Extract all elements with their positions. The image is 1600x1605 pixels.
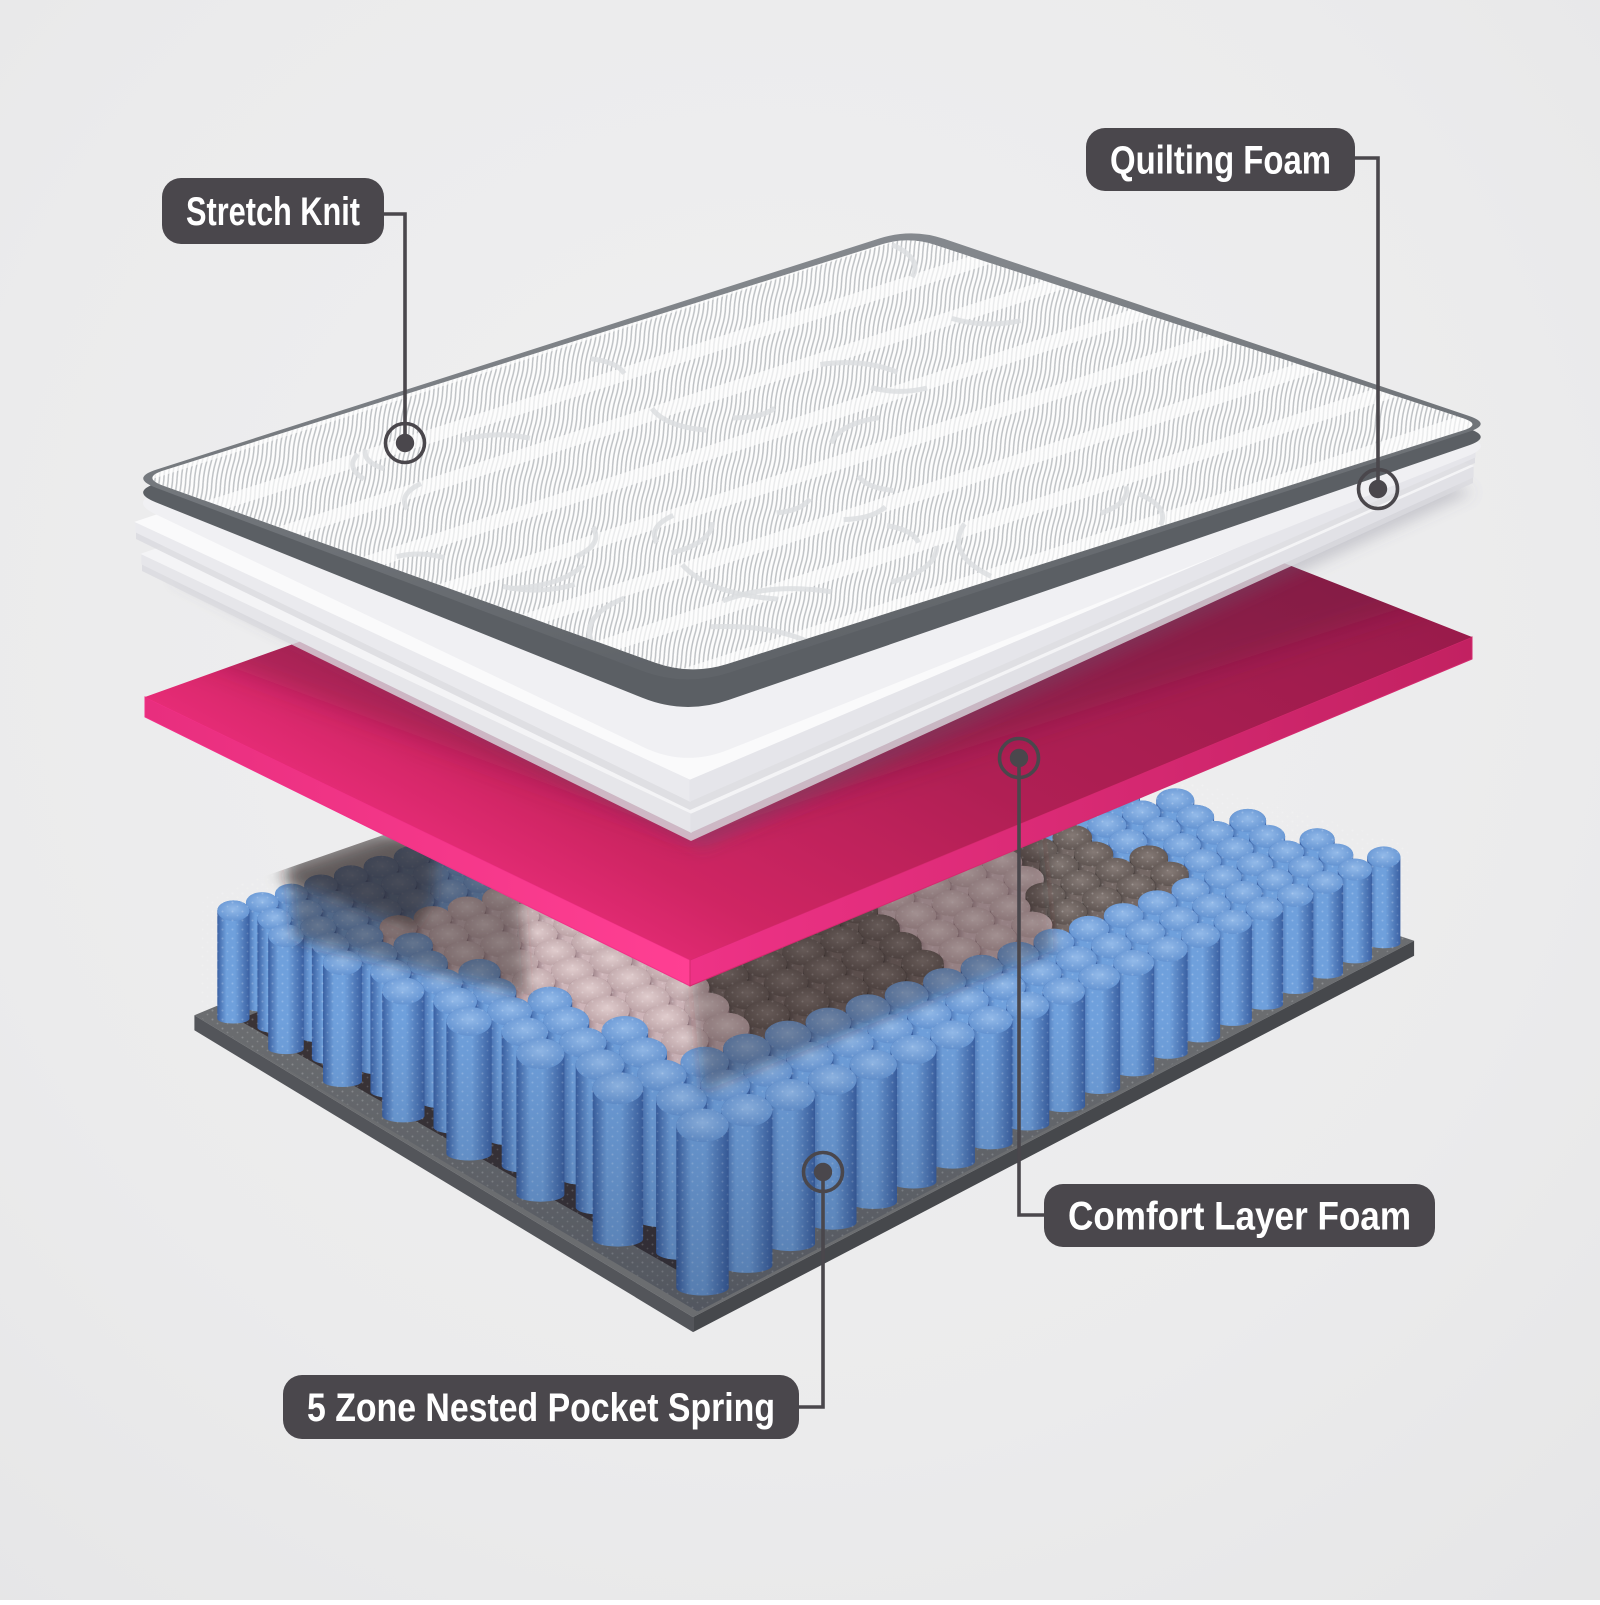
svg-text:Comfort Layer Foam: Comfort Layer Foam <box>1068 1195 1411 1239</box>
svg-text:Quilting Foam: Quilting Foam <box>1110 139 1331 183</box>
svg-text:Stretch Knit: Stretch Knit <box>186 190 360 234</box>
svg-text:5 Zone Nested Pocket Spring: 5 Zone Nested Pocket Spring <box>307 1386 775 1430</box>
